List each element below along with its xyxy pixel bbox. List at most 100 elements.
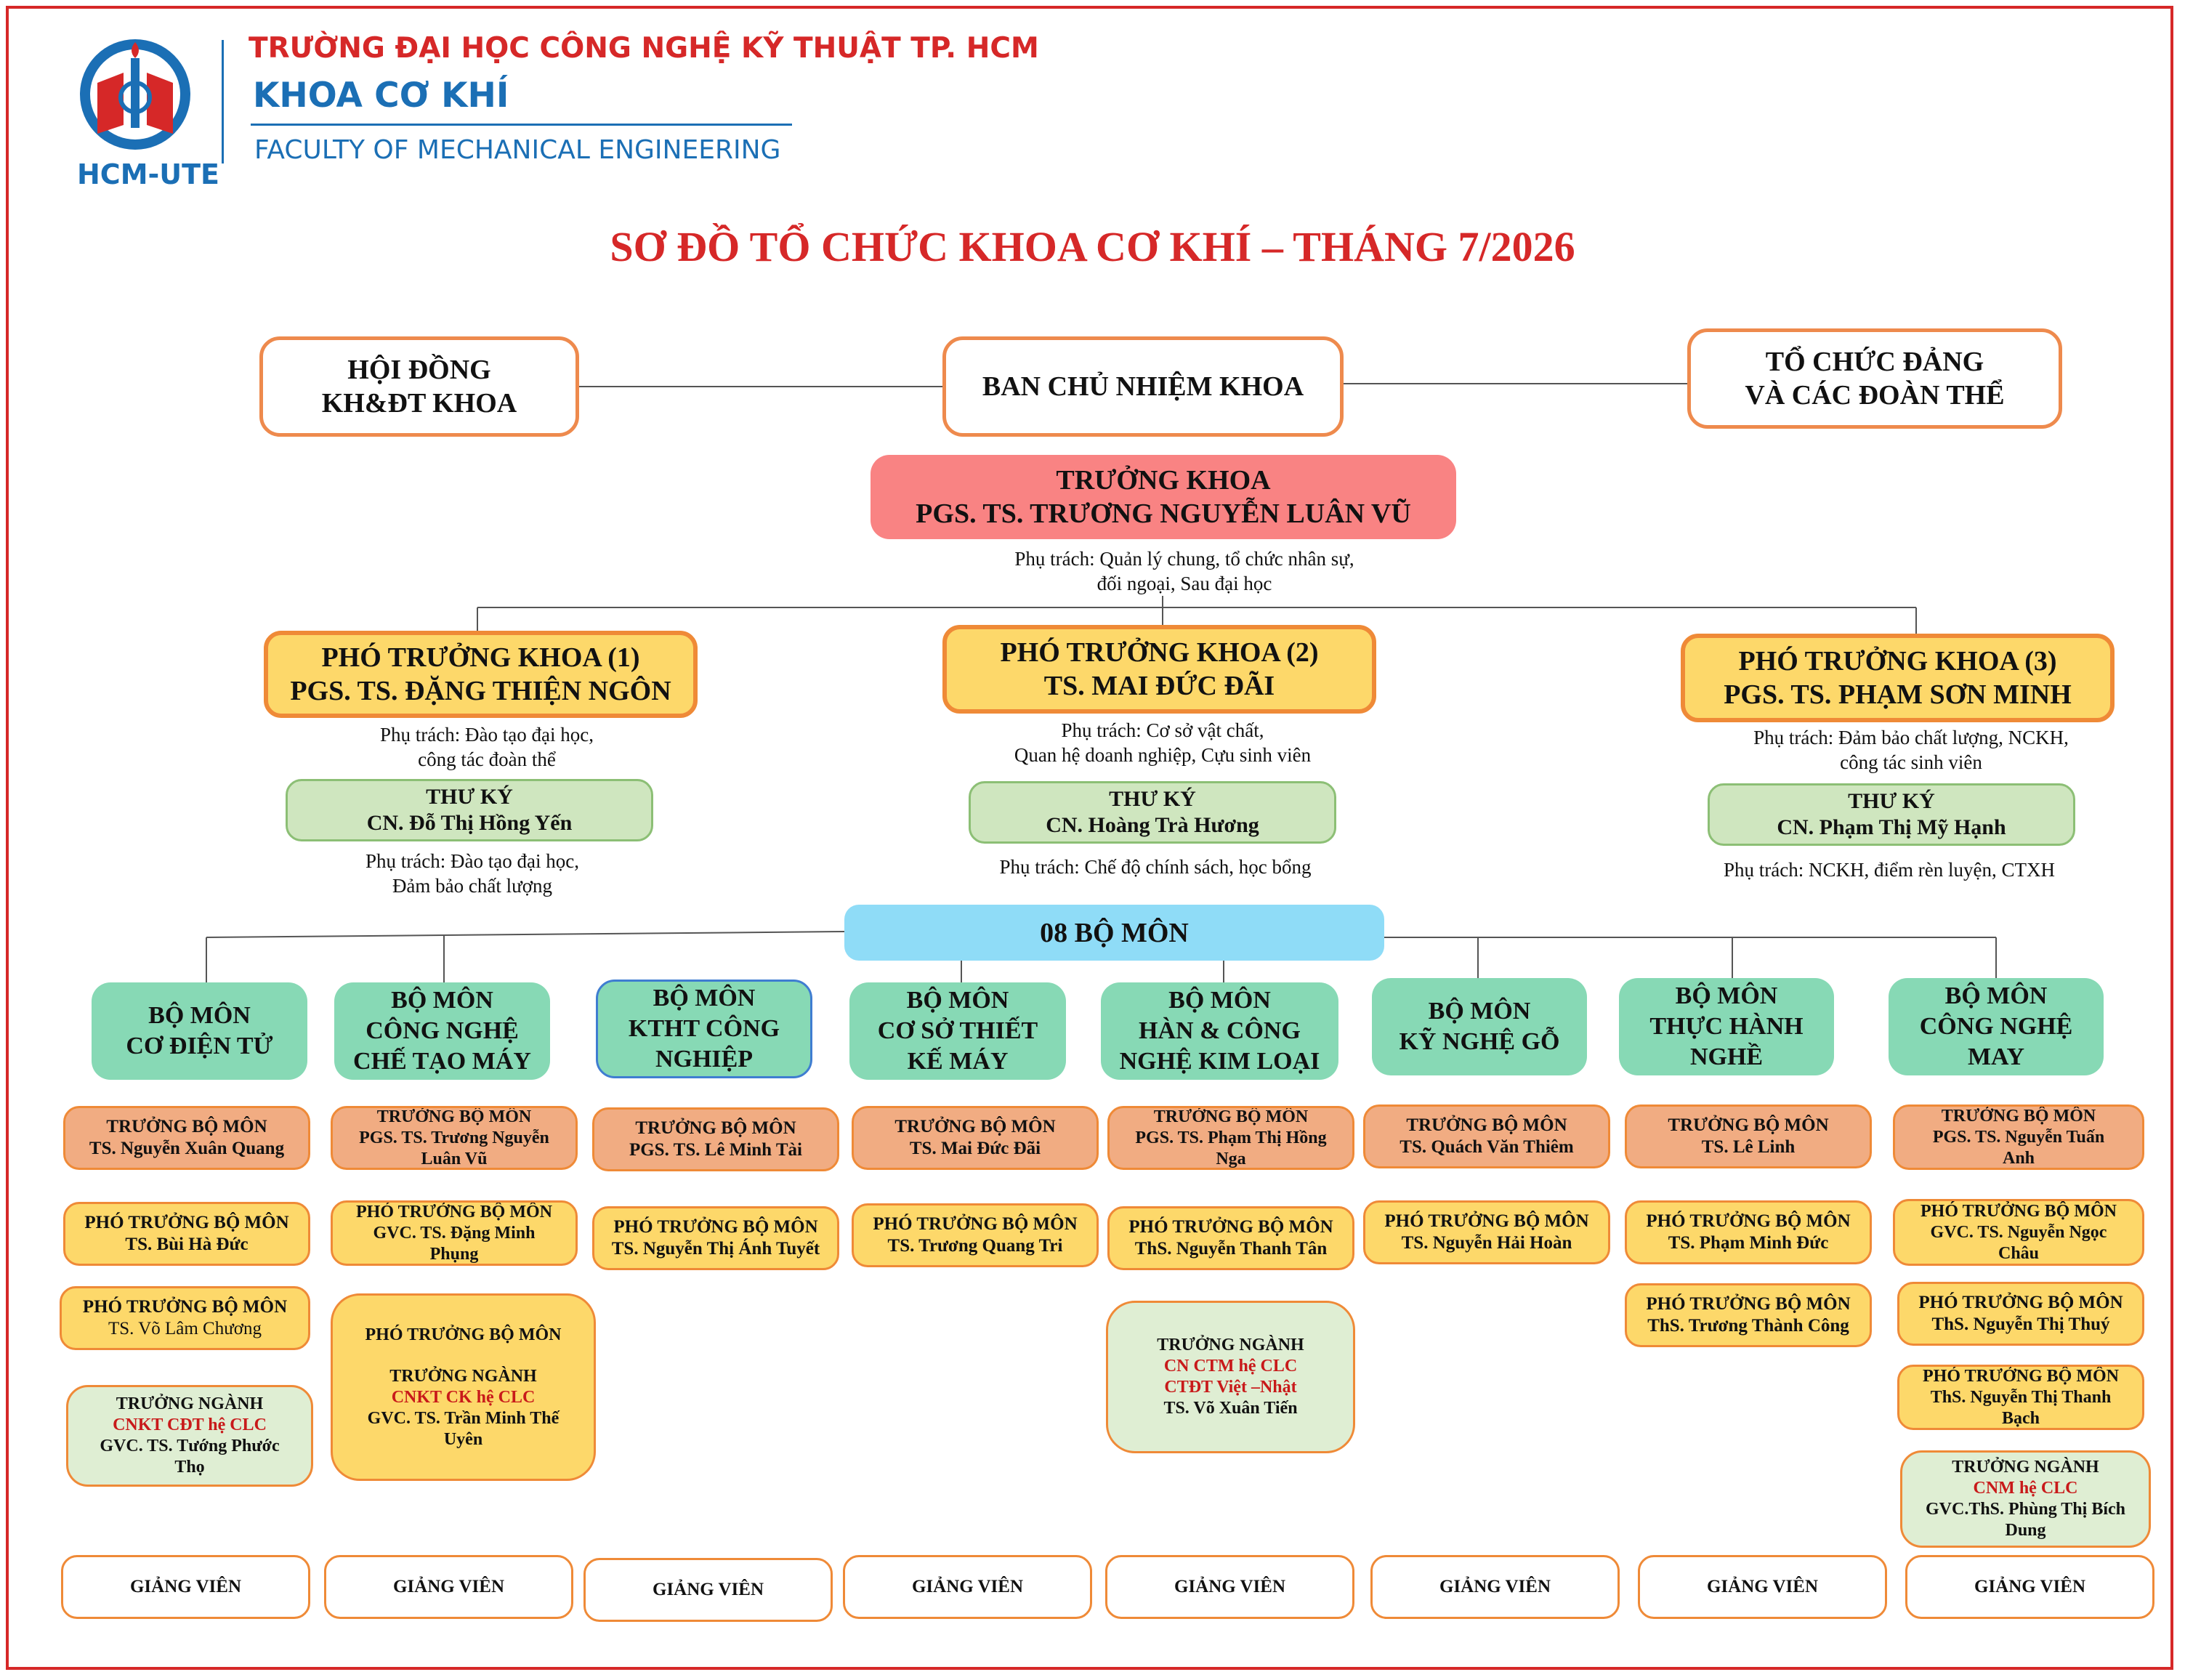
secretary-3-duty: Phụ trách: NCKH, điểm rèn luyện, CTXH: [1693, 857, 2085, 882]
department-line: KTHT CÔNG: [628, 1015, 780, 1042]
deputy-role: PHÓ TRƯỞNG BỘ MÔN: [613, 1217, 818, 1237]
university-name: TRƯỜNG ĐẠI HỌC CÔNG NGHỆ KỸ THUẬT TP. HC…: [249, 32, 1039, 65]
department-head-box: TRƯỞNG BỘ MÔN TS. Lê Linh: [1625, 1104, 1872, 1168]
vice-dean-2-role: PHÓ TRƯỞNG KHOA (2): [1000, 637, 1319, 668]
deputy-head-box: PHÓ TRƯỞNG BỘ MÔN ThS. Nguyễn Thị Thanh …: [1897, 1365, 2144, 1430]
lecturers-box: GIẢNG VIÊN: [324, 1555, 573, 1619]
department-line: CƠ SỞ THIẾT: [877, 1017, 1038, 1044]
head-role: TRƯỞNG BỘ MÔN: [1941, 1106, 2096, 1126]
department-line: BỘ MÔN: [1168, 987, 1271, 1014]
major-head-box: TRƯỞNG NGÀNH CN CTM hệ CLC CTĐT Việt –Nh…: [1106, 1301, 1355, 1453]
lecturers-box: GIẢNG VIÊN: [1638, 1555, 1887, 1619]
department-line: NGHỀ: [1689, 1043, 1764, 1070]
department-box: BỘ MÔN KTHT CÔNG NGHIỆP: [596, 980, 812, 1078]
head-name: Anh: [2002, 1148, 2035, 1168]
deputy-name: GVC. TS. Đặng Minh: [373, 1223, 536, 1243]
dean-duty-line-2: đối ngoại, Sau đại học: [1096, 573, 1272, 594]
council-line-2: KH&ĐT KHOA: [321, 388, 517, 419]
header-rule: [251, 124, 792, 126]
department-head-box: TRƯỞNG BỘ MÔN TS. Mai Đức Đãi: [852, 1106, 1099, 1170]
dean-name: PGS. TS. TRƯƠNG NGUYỄN LUÂN VŨ: [916, 498, 1411, 529]
major-head-name: GVC.ThS. Phùng Thị Bích: [1925, 1500, 2125, 1519]
head-role: TRƯỞNG BỘ MÔN: [1668, 1115, 1829, 1135]
deputy-role: PHÓ TRƯỞNG BỘ MÔN: [873, 1214, 1078, 1234]
party-line-1: TỔ CHỨC ĐẢNG: [1765, 347, 1984, 377]
head-role: TRƯỞNG BỘ MÔN: [376, 1107, 532, 1126]
head-role: TRƯỞNG BỘ MÔN: [106, 1117, 267, 1136]
lecturers-box: GIẢNG VIÊN: [843, 1555, 1092, 1619]
department-line: CÔNG NGHỆ: [1919, 1013, 2073, 1040]
departments-label-text: 08 BỘ MÔN: [1040, 917, 1189, 948]
major-head-name: Dung: [2005, 1521, 2046, 1540]
secretary-3-duty-line-1: Phụ trách: NCKH, điểm rèn luyện, CTXH: [1724, 859, 2055, 881]
head-name: PGS. TS. Nguyễn Tuấn: [1932, 1127, 2105, 1147]
vice-dean-3-role: PHÓ TRƯỞNG KHOA (3): [1738, 646, 2057, 677]
deputy-name: TS. Nguyễn Thị Ánh Tuyết: [611, 1239, 820, 1259]
secretary-2-name: CN. Hoàng Trà Hương: [1046, 813, 1259, 837]
department-head-box: TRƯỞNG BỘ MÔN PGS. TS. Trương Nguyễn Luâ…: [331, 1106, 578, 1170]
department-head-box: TRƯỞNG BỘ MÔN PGS. TS. Lê Minh Tài: [592, 1107, 839, 1171]
lecturers-box: GIẢNG VIÊN: [61, 1555, 310, 1619]
deputy-role: PHÓ TRƯỞNG BỘ MÔN: [1384, 1211, 1589, 1231]
vice-dean-2-box: PHÓ TRƯỞNG KHOA (2) TS. MAI ĐỨC ĐÃI: [942, 625, 1376, 714]
department-box: BỘ MÔN THỰC HÀNH NGHỀ: [1619, 978, 1834, 1075]
deputy-name: Phụng: [429, 1244, 479, 1264]
department-line: NGHỆ KIM LOẠI: [1119, 1048, 1320, 1075]
head-name: PGS. TS. Phạm Thị Hồng: [1135, 1128, 1327, 1147]
university-logo: [80, 39, 190, 150]
department-box: BỘ MÔN CÔNG NGHỆ CHẾ TẠO MÁY: [334, 982, 550, 1080]
dean-role: TRƯỞNG KHOA: [1056, 465, 1271, 496]
deputy-head-box: PHÓ TRƯỞNG BỘ MÔN TS. Nguyễn Hải Hoàn: [1363, 1200, 1610, 1264]
department-head-box: TRƯỞNG BỘ MÔN PGS. TS. Nguyễn Tuấn Anh: [1893, 1104, 2144, 1170]
major-head-name: Uyên: [443, 1429, 483, 1449]
secretary-2-duty: Phụ trách: Chế độ chính sách, học bổng: [974, 855, 1337, 879]
department-line: KẾ MÁY: [907, 1048, 1009, 1075]
lecturers-label: GIẢNG VIÊN: [392, 1577, 505, 1596]
department-head-box: TRƯỞNG BỘ MÔN PGS. TS. Phạm Thị Hồng Nga: [1107, 1106, 1354, 1170]
deputy-head-box: PHÓ TRƯỞNG BỘ MÔN GVC. TS. Đặng Minh Phụ…: [331, 1200, 578, 1266]
major-program: CN CTM hệ CLC: [1163, 1357, 1298, 1376]
major-head-role: TRƯỞNG NGÀNH: [1952, 1458, 2099, 1477]
deputy-name: TS. Phạm Minh Đức: [1668, 1233, 1829, 1253]
department-box: BỘ MÔN CƠ SỞ THIẾT KẾ MÁY: [849, 982, 1066, 1080]
lecturers-label: GIẢNG VIÊN: [1706, 1577, 1819, 1596]
logo-text: HCM-UTE: [77, 158, 220, 190]
deputy-name: ThS. Nguyễn Thanh Tân: [1134, 1239, 1328, 1259]
vice-dean-2-duty-line-1: Phụ trách: Cơ sở vật chất,: [1061, 719, 1264, 741]
major-head-role: TRƯỞNG NGÀNH: [389, 1366, 537, 1386]
lecturers-label: GIẢNG VIÊN: [911, 1577, 1024, 1596]
header-divider: [222, 40, 224, 163]
deputy-major-head-box: PHÓ TRƯỞNG BỘ MÔN TRƯỞNG NGÀNH CNKT CK h…: [331, 1293, 596, 1481]
vice-dean-1-duty: Phụ trách: Đào tạo đại học, công tác đoà…: [305, 722, 669, 772]
secretary-1-duty: Phụ trách: Đào tạo đại học, Đảm bảo chất…: [305, 849, 639, 898]
head-name: TS. Lê Linh: [1701, 1137, 1796, 1157]
deputy-role: PHÓ TRƯỞNG BỘ MÔN: [365, 1325, 562, 1344]
department-head-box: TRƯỞNG BỘ MÔN TS. Nguyễn Xuân Quang: [63, 1106, 310, 1170]
department-line: KỸ NGHỆ GỖ: [1399, 1028, 1560, 1055]
deputy-head-box: PHÓ TRƯỞNG BỘ MÔN TS. Võ Lâm Chương: [60, 1286, 310, 1350]
vice-dean-3-duty-line-1: Phụ trách: Đảm bảo chất lượng, NCKH,: [1753, 727, 2069, 748]
head-name: TS. Mai Đức Đãi: [909, 1139, 1041, 1158]
lecturers-box: GIẢNG VIÊN: [1370, 1555, 1620, 1619]
secretary-2-duty-line-1: Phụ trách: Chế độ chính sách, học bổng: [999, 856, 1312, 878]
deputy-name: TS. Võ Lâm Chương: [108, 1319, 262, 1338]
major-head-name: GVC. TS. Trần Minh Thế: [367, 1408, 560, 1428]
deputy-role: PHÓ TRƯỞNG BỘ MÔN: [1921, 1201, 2117, 1221]
vice-dean-1-duty-line-1: Phụ trách: Đào tạo đại học,: [380, 724, 594, 746]
deputy-role: PHÓ TRƯỞNG BỘ MÔN: [1646, 1294, 1851, 1314]
head-role: TRƯỞNG BỘ MÔN: [1406, 1115, 1567, 1135]
deputy-role: PHÓ TRƯỞNG BỘ MÔN: [1646, 1211, 1851, 1231]
vice-dean-3-box: PHÓ TRƯỞNG KHOA (3) PGS. TS. PHẠM SƠN MI…: [1681, 634, 2115, 722]
deputy-name: TS. Bùi Hà Đức: [125, 1235, 249, 1254]
department-line: CÔNG NGHỆ: [365, 1017, 519, 1044]
head-name: PGS. TS. Lê Minh Tài: [629, 1140, 803, 1160]
deputy-head-box: PHÓ TRƯỞNG BỘ MÔN ThS. Trương Thành Công: [1625, 1283, 1872, 1347]
secretary-3-box: THƯ KÝ CN. Phạm Thị Mỹ Hạnh: [1708, 783, 2075, 846]
departments-label: 08 BỘ MÔN: [844, 905, 1384, 961]
lecturers-label: GIẢNG VIÊN: [652, 1580, 764, 1599]
vice-dean-1-box: PHÓ TRƯỞNG KHOA (1) PGS. TS. ĐẶNG THIỆN …: [264, 631, 698, 718]
page-title: SƠ ĐỒ TỔ CHỨC KHOA CƠ KHÍ – THÁNG 7/2026: [610, 223, 1575, 270]
party-line-2: VÀ CÁC ĐOÀN THỂ: [1745, 380, 2005, 411]
department-line: BỘ MÔN: [1675, 982, 1778, 1009]
